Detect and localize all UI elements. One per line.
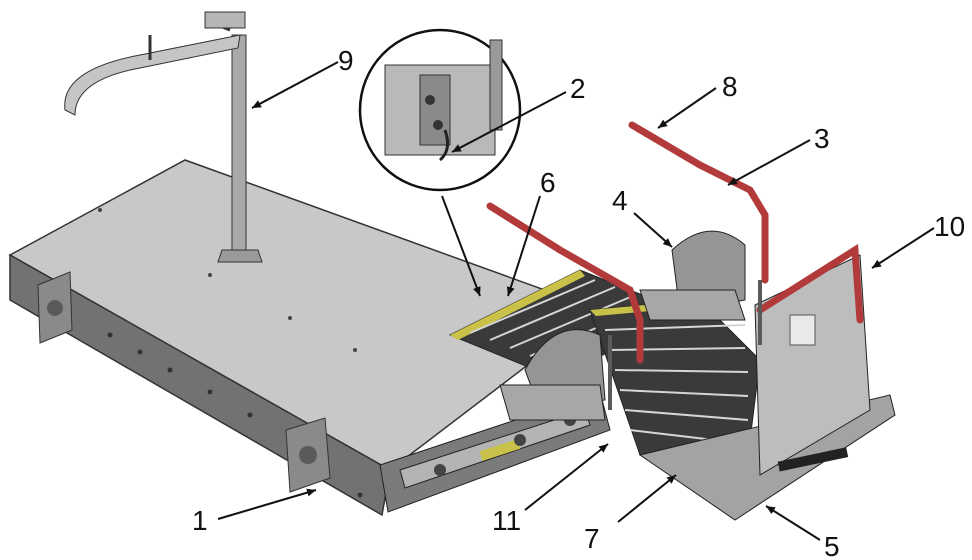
leader-10 [871,227,935,269]
callout-7: 7 [584,523,600,554]
leader-1 [217,488,317,520]
handrails [486,121,864,364]
leader-3 [727,139,811,186]
mounting-bracket-left [37,271,73,344]
leader-8 [657,87,717,129]
callout-4: 4 [612,185,628,216]
pendant-hanger [64,11,263,263]
callout-3: 3 [814,123,830,154]
leader-9 [251,61,339,109]
leader-2 [451,91,567,153]
callout-8: 8 [722,71,738,102]
leader-lines [217,61,935,541]
flip-seat-front [499,329,606,421]
callout-5: 5 [824,531,840,560]
side-barrier [754,254,871,476]
callout-10: 10 [934,211,965,242]
leader-6 [506,195,541,297]
leader-11 [524,443,609,511]
flip-seat-rear [639,230,746,321]
callout-1: 1 [192,505,208,536]
leader-inset [441,195,481,297]
callout-11: 11 [492,505,521,536]
callout-9: 9 [338,45,354,76]
callout-6: 6 [540,167,556,198]
leader-7 [617,474,677,523]
detail-inset [358,28,522,192]
mounting-bracket-front [285,417,331,493]
platform-base [8,159,611,517]
leader-5 [765,505,821,541]
callout-labels: 9 2 8 3 4 6 10 1 11 7 5 [192,45,965,560]
leader-4 [633,212,673,248]
callout-2: 2 [570,73,586,104]
